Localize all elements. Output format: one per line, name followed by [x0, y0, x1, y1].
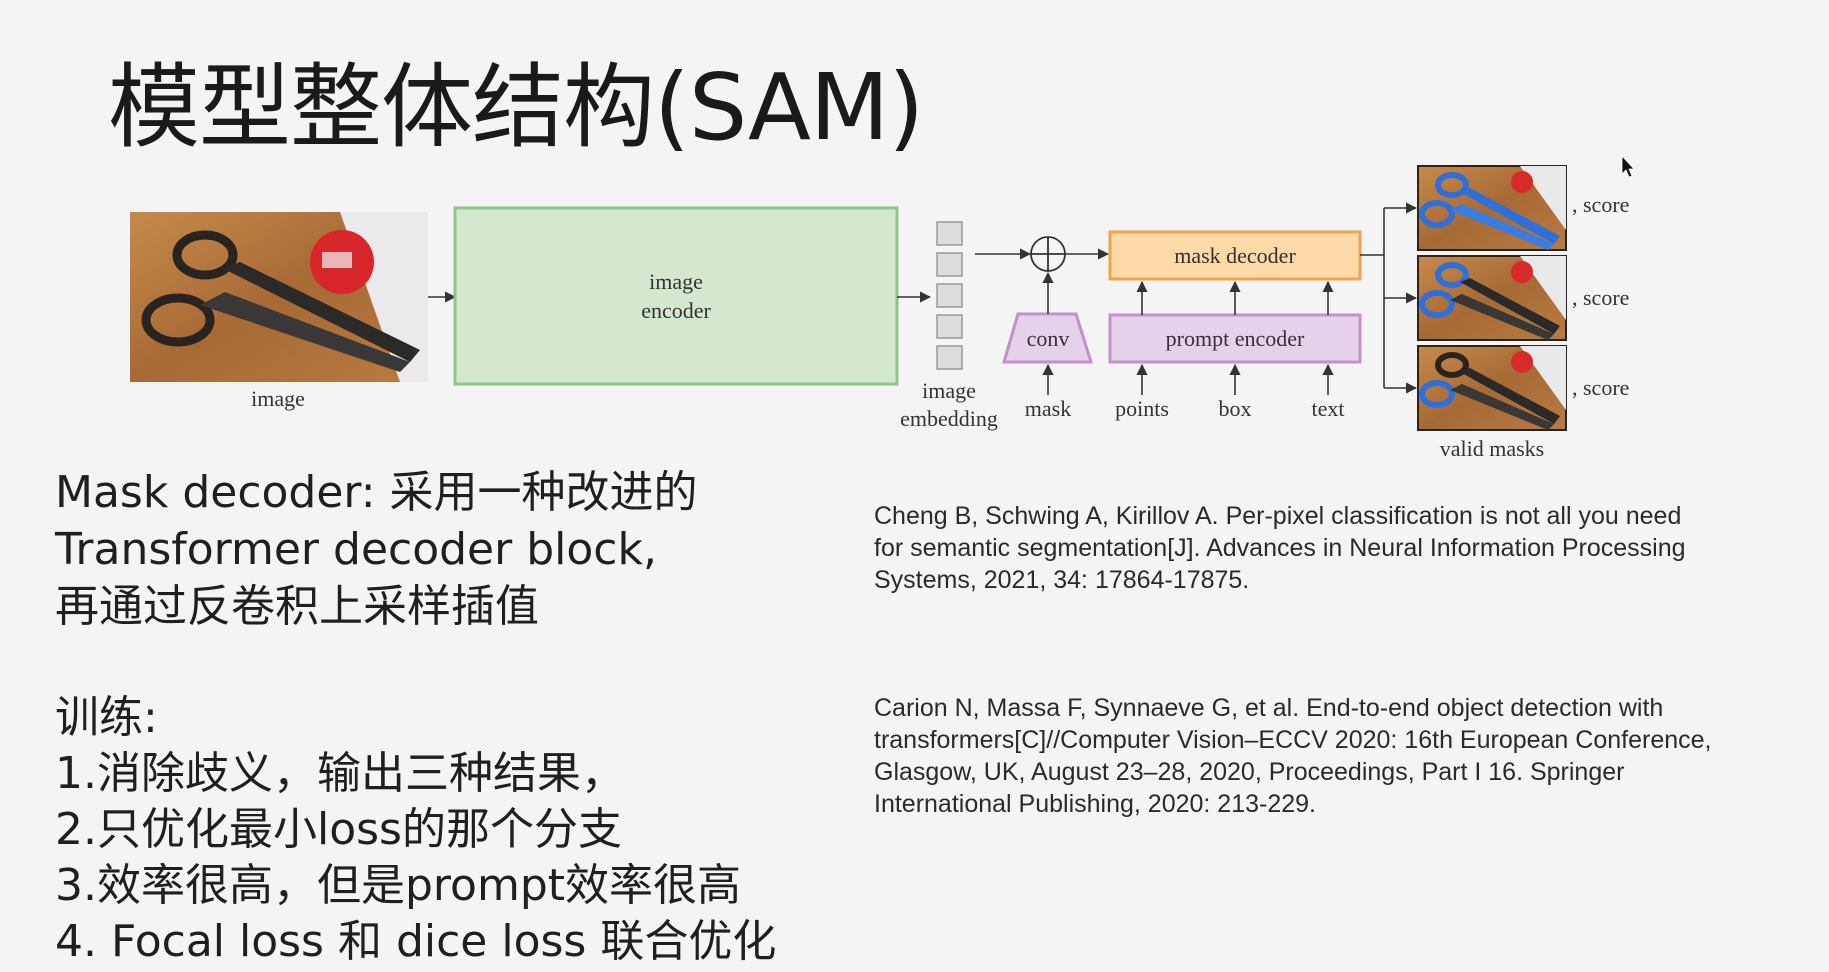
image-embedding-stack	[936, 221, 963, 370]
mask-output-3	[1417, 345, 1567, 431]
mask-decoder-line-1: Mask decoder: 采用一种改进的	[55, 467, 698, 518]
reference-2-line-2: transformers[C]//Computer Vision–ECCV 20…	[874, 726, 1712, 754]
image-encoder-label-2: encoder	[641, 298, 711, 323]
slide-title: 模型整体结构(SAM)	[108, 54, 924, 161]
prompt-input-points: points	[1115, 396, 1169, 421]
reference-1-line-2: for semantic segmentation[J]. Advances i…	[874, 534, 1686, 562]
mask-input-label: mask	[1025, 396, 1071, 421]
mask-decoder-line-3: 再通过反卷积上采样插值	[55, 581, 539, 632]
reference-2-line-1: Carion N, Massa F, Synnaeve G, et al. En…	[874, 694, 1664, 722]
image-encoder-label: image	[649, 269, 703, 294]
prompt-input-text: text	[1312, 396, 1345, 421]
score-label-2: , score	[1572, 285, 1629, 310]
embedding-label: image	[922, 378, 976, 403]
training-item-2: 2.只优化最小loss的那个分支	[55, 804, 622, 855]
mask-output-2	[1417, 255, 1567, 341]
mask-output-1	[1417, 165, 1567, 251]
reference-1: Cheng B, Schwing A, Kirillov A. Per-pixe…	[874, 500, 1814, 596]
reference-2: Carion N, Massa F, Synnaeve G, et al. En…	[874, 692, 1814, 820]
mask-decoder-line-2: Transformer decoder block,	[55, 524, 657, 575]
training-item-3: 3.效率很高，但是prompt效率很高	[55, 860, 741, 911]
input-image	[130, 212, 428, 382]
prompt-encoder-label: prompt encoder	[1166, 326, 1305, 351]
prompt-input-box: box	[1219, 396, 1252, 421]
reference-2-line-4: International Publishing, 2020: 213-229.	[874, 790, 1316, 818]
training-heading: 训练:	[55, 692, 158, 743]
score-label-3: , score	[1572, 375, 1629, 400]
mask-decoder-description: Mask decoder: 采用一种改进的 Transformer decode…	[55, 464, 815, 635]
score-label-1: , score	[1572, 192, 1629, 217]
conv-label: conv	[1027, 326, 1070, 351]
training-item-1: 1.消除歧义，输出三种结果，	[55, 748, 625, 799]
reference-1-line-3: Systems, 2021, 34: 17864-17875.	[874, 566, 1250, 594]
mask-decoder-label: mask decoder	[1174, 243, 1296, 268]
mouse-cursor-icon	[1621, 154, 1635, 178]
decoder-output-branch	[1360, 202, 1418, 394]
image-encoder-box	[453, 206, 899, 386]
training-item-4: 4. Focal loss 和 dice loss 联合优化	[55, 916, 777, 967]
prompt-input-arrows	[1136, 363, 1334, 395]
valid-masks-label: valid masks	[1440, 436, 1545, 461]
reference-2-line-3: Glasgow, UK, August 23–28, 2020, Proceed…	[874, 758, 1625, 786]
input-image-label: image	[251, 386, 305, 411]
reference-1-line-1: Cheng B, Schwing A, Kirillov A. Per-pixe…	[874, 502, 1682, 530]
prompt-encoder-box	[1108, 313, 1362, 364]
training-notes: 训练: 1.消除歧义，输出三种结果， 2.只优化最小loss的那个分支 3.效率…	[55, 690, 855, 970]
prompt-to-decoder-arrows	[1136, 280, 1334, 315]
add-node-icon	[1030, 236, 1066, 272]
embedding-label-2: embedding	[900, 406, 998, 431]
conv-block	[1002, 312, 1094, 364]
